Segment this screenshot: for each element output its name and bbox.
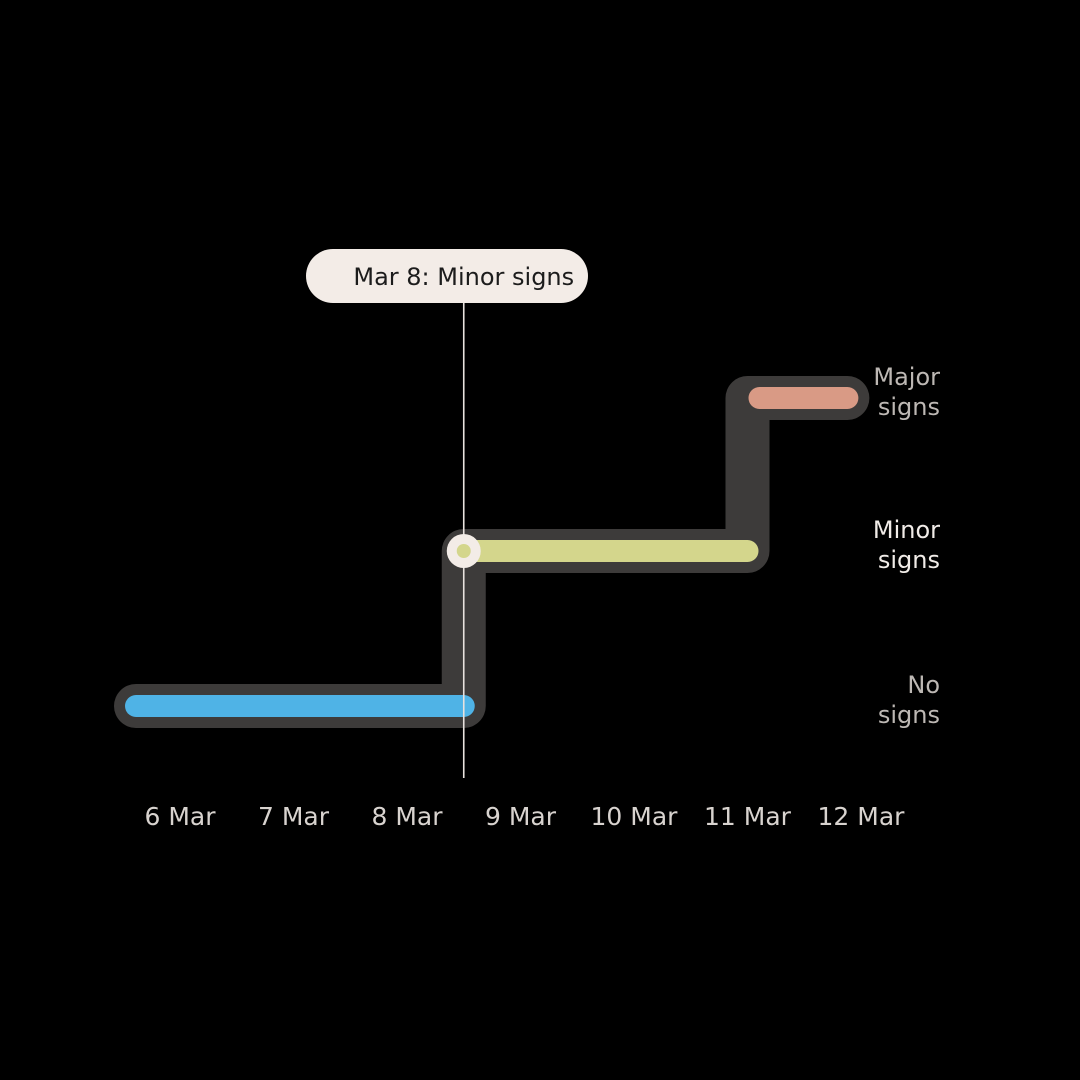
cursor-layer [446,300,481,778]
x-tick-label: 12 Mar [818,802,906,831]
x-tick-label: 11 Mar [704,802,792,831]
level-label-line: signs [878,546,940,574]
level-label-line: signs [878,393,940,421]
tooltip: Mar 8: Minor signs [306,249,588,303]
segment-layer [125,387,859,717]
x-axis-ticks: 6 Mar 7 Mar 8 Mar 9 Mar 10 Mar 11 Mar 12 Mar [144,802,905,831]
x-tick-label: 10 Mar [591,802,679,831]
x-tick-label: 7 Mar [258,802,330,831]
tooltip-box [306,249,588,303]
level-label-line: Minor [873,516,940,544]
tooltip-text: Mar 8: Minor signs [353,263,574,291]
level-label-line: No [907,671,940,699]
level-label-line: signs [878,701,940,729]
level-label-line: Major [873,363,940,391]
x-tick-label: 8 Mar [371,802,443,831]
x-tick-label: 9 Mar [485,802,557,831]
x-tick-label: 6 Mar [144,802,216,831]
cursor-marker-dot [456,544,471,558]
